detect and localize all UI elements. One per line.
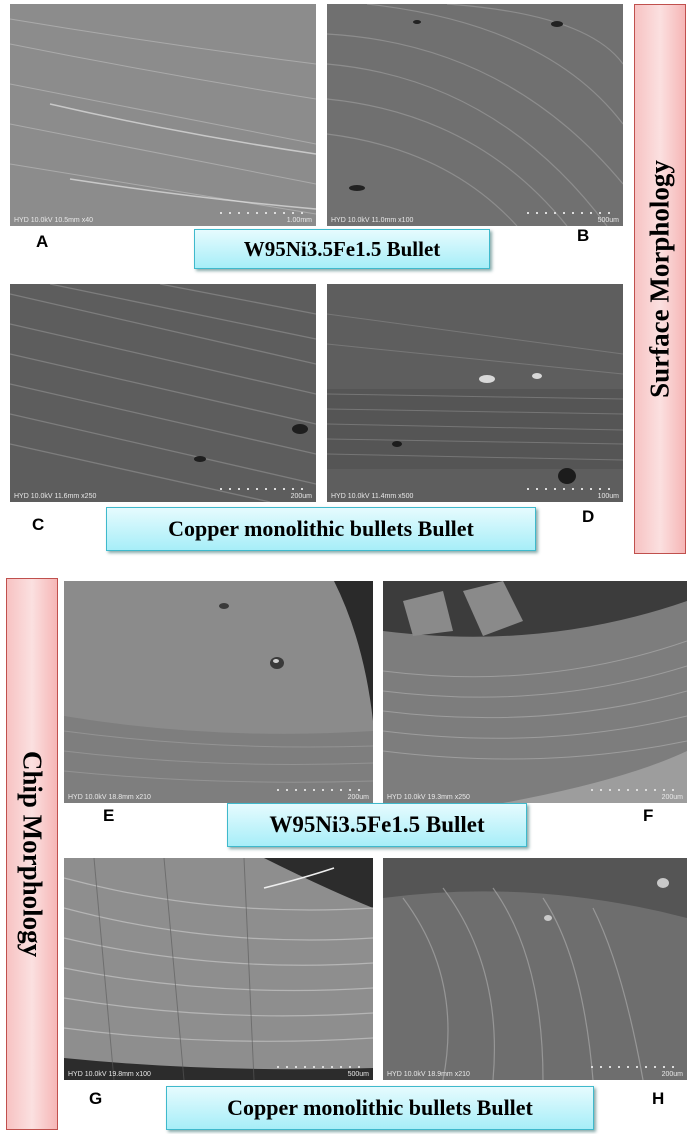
scale-bar	[591, 789, 681, 791]
texture	[64, 581, 373, 803]
texture	[327, 4, 623, 226]
scale-label: 200um	[661, 1071, 683, 1078]
panel-letter-a: A	[36, 232, 49, 251]
scale-label: 500um	[597, 217, 619, 224]
texture	[10, 4, 316, 226]
caption-w-alloy-surface: W95Ni3.5Fe1.5 Bullet	[194, 229, 490, 269]
image-info: HYD 10.0kV 11.0mm x100	[331, 217, 414, 224]
texture	[327, 284, 623, 502]
image-info: HYD 10.0kV 19.8mm x100	[68, 1071, 151, 1078]
panel-letter-c: C	[32, 515, 45, 534]
sem-image-a: HYD 10.0kV 10.5mm x40 1.00mm	[10, 4, 316, 226]
scale-label: 500um	[347, 1071, 369, 1078]
texture	[64, 858, 373, 1080]
section-label-surface: Surface Morphology	[634, 4, 686, 554]
panel-letter-d: D	[582, 507, 595, 526]
sem-image-e: HYD 10.0kV 18.8mm x210 200um	[64, 581, 373, 803]
scale-bar	[527, 212, 617, 214]
image-info: HYD 10.0kV 18.8mm x210	[68, 794, 151, 801]
sem-image-c: HYD 10.0kV 11.6mm x250 200um	[10, 284, 316, 502]
panel-letter-b: B	[577, 226, 590, 245]
scale-bar	[527, 488, 617, 490]
texture	[383, 581, 687, 803]
sem-image-h: HYD 10.0kV 18.9mm x210 200um	[383, 858, 687, 1080]
section-label-text: Surface Morphology	[644, 160, 675, 398]
caption-w-alloy-chip: W95Ni3.5Fe1.5 Bullet	[227, 803, 527, 847]
caption-copper-surface: Copper monolithic bullets Bullet	[106, 507, 536, 551]
section-label-text: Chip Morphology	[17, 750, 48, 958]
scale-label: 100um	[597, 493, 619, 500]
texture	[10, 284, 316, 502]
scale-bar	[277, 1066, 367, 1068]
caption-copper-chip: Copper monolithic bullets Bullet	[166, 1086, 594, 1130]
image-info: HYD 10.0kV 11.4mm x500	[331, 493, 414, 500]
scale-label: 200um	[290, 493, 312, 500]
sem-image-b: HYD 10.0kV 11.0mm x100 500um	[327, 4, 623, 226]
panel-letter-g: G	[89, 1089, 103, 1108]
scale-label: 1.00mm	[286, 217, 312, 224]
scale-bar	[277, 789, 367, 791]
image-info: HYD 10.0kV 18.9mm x210	[387, 1071, 470, 1078]
section-label-chip: Chip Morphology	[6, 578, 58, 1130]
panel-letter-f: F	[643, 806, 654, 825]
texture	[383, 858, 687, 1080]
image-info: HYD 10.0kV 10.5mm x40	[14, 217, 93, 224]
panel-letter-h: H	[652, 1089, 665, 1108]
scale-bar	[591, 1066, 681, 1068]
scale-label: 200um	[661, 794, 683, 801]
image-info: HYD 10.0kV 19.3mm x250	[387, 794, 470, 801]
scale-bar	[220, 488, 310, 490]
sem-image-g: HYD 10.0kV 19.8mm x100 500um	[64, 858, 373, 1080]
scale-bar	[220, 212, 310, 214]
image-info: HYD 10.0kV 11.6mm x250	[14, 493, 97, 500]
sem-image-f: HYD 10.0kV 19.3mm x250 200um	[383, 581, 687, 803]
scale-label: 200um	[347, 794, 369, 801]
sem-image-d: HYD 10.0kV 11.4mm x500 100um	[327, 284, 623, 502]
panel-letter-e: E	[103, 806, 115, 825]
